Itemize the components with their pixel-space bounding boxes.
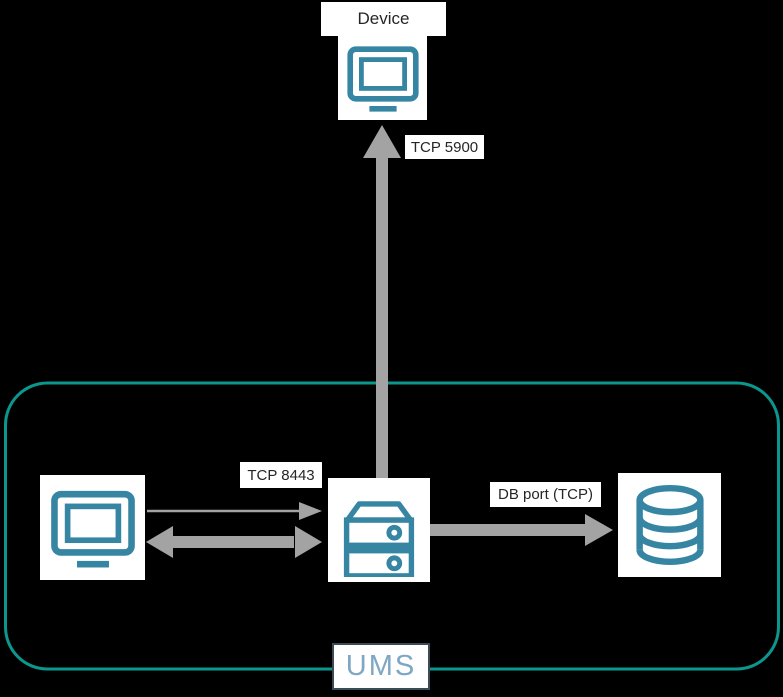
device-label-text: Device xyxy=(357,9,410,28)
console-node xyxy=(40,475,145,580)
db-port-label-text: DB port (TCP) xyxy=(497,486,593,503)
device-label: Device xyxy=(321,2,446,36)
db-port-label: DB port (TCP) xyxy=(490,482,601,507)
arrow-console-to-server xyxy=(147,502,322,520)
monitor-icon xyxy=(346,46,419,112)
arrow-server-to-database xyxy=(430,514,613,546)
database-node xyxy=(618,473,721,577)
arrow-server-to-device xyxy=(363,125,401,478)
tcp-5900-label: TCP 5900 xyxy=(405,135,484,159)
device-node xyxy=(338,36,427,120)
ums-boundary-label-text: UMS xyxy=(345,650,417,682)
server-icon xyxy=(343,501,415,577)
database-icon xyxy=(635,484,704,565)
monitor-icon xyxy=(50,490,135,567)
ums-boundary-label: UMS xyxy=(332,643,430,690)
tcp-8443-label: TCP 8443 xyxy=(240,462,322,488)
ums-server-node xyxy=(328,478,430,582)
arrow-console-server-bidirectional xyxy=(146,526,322,558)
tcp-5900-label-text: TCP 5900 xyxy=(410,138,479,156)
tcp-8443-label-text: TCP 8443 xyxy=(247,466,315,484)
